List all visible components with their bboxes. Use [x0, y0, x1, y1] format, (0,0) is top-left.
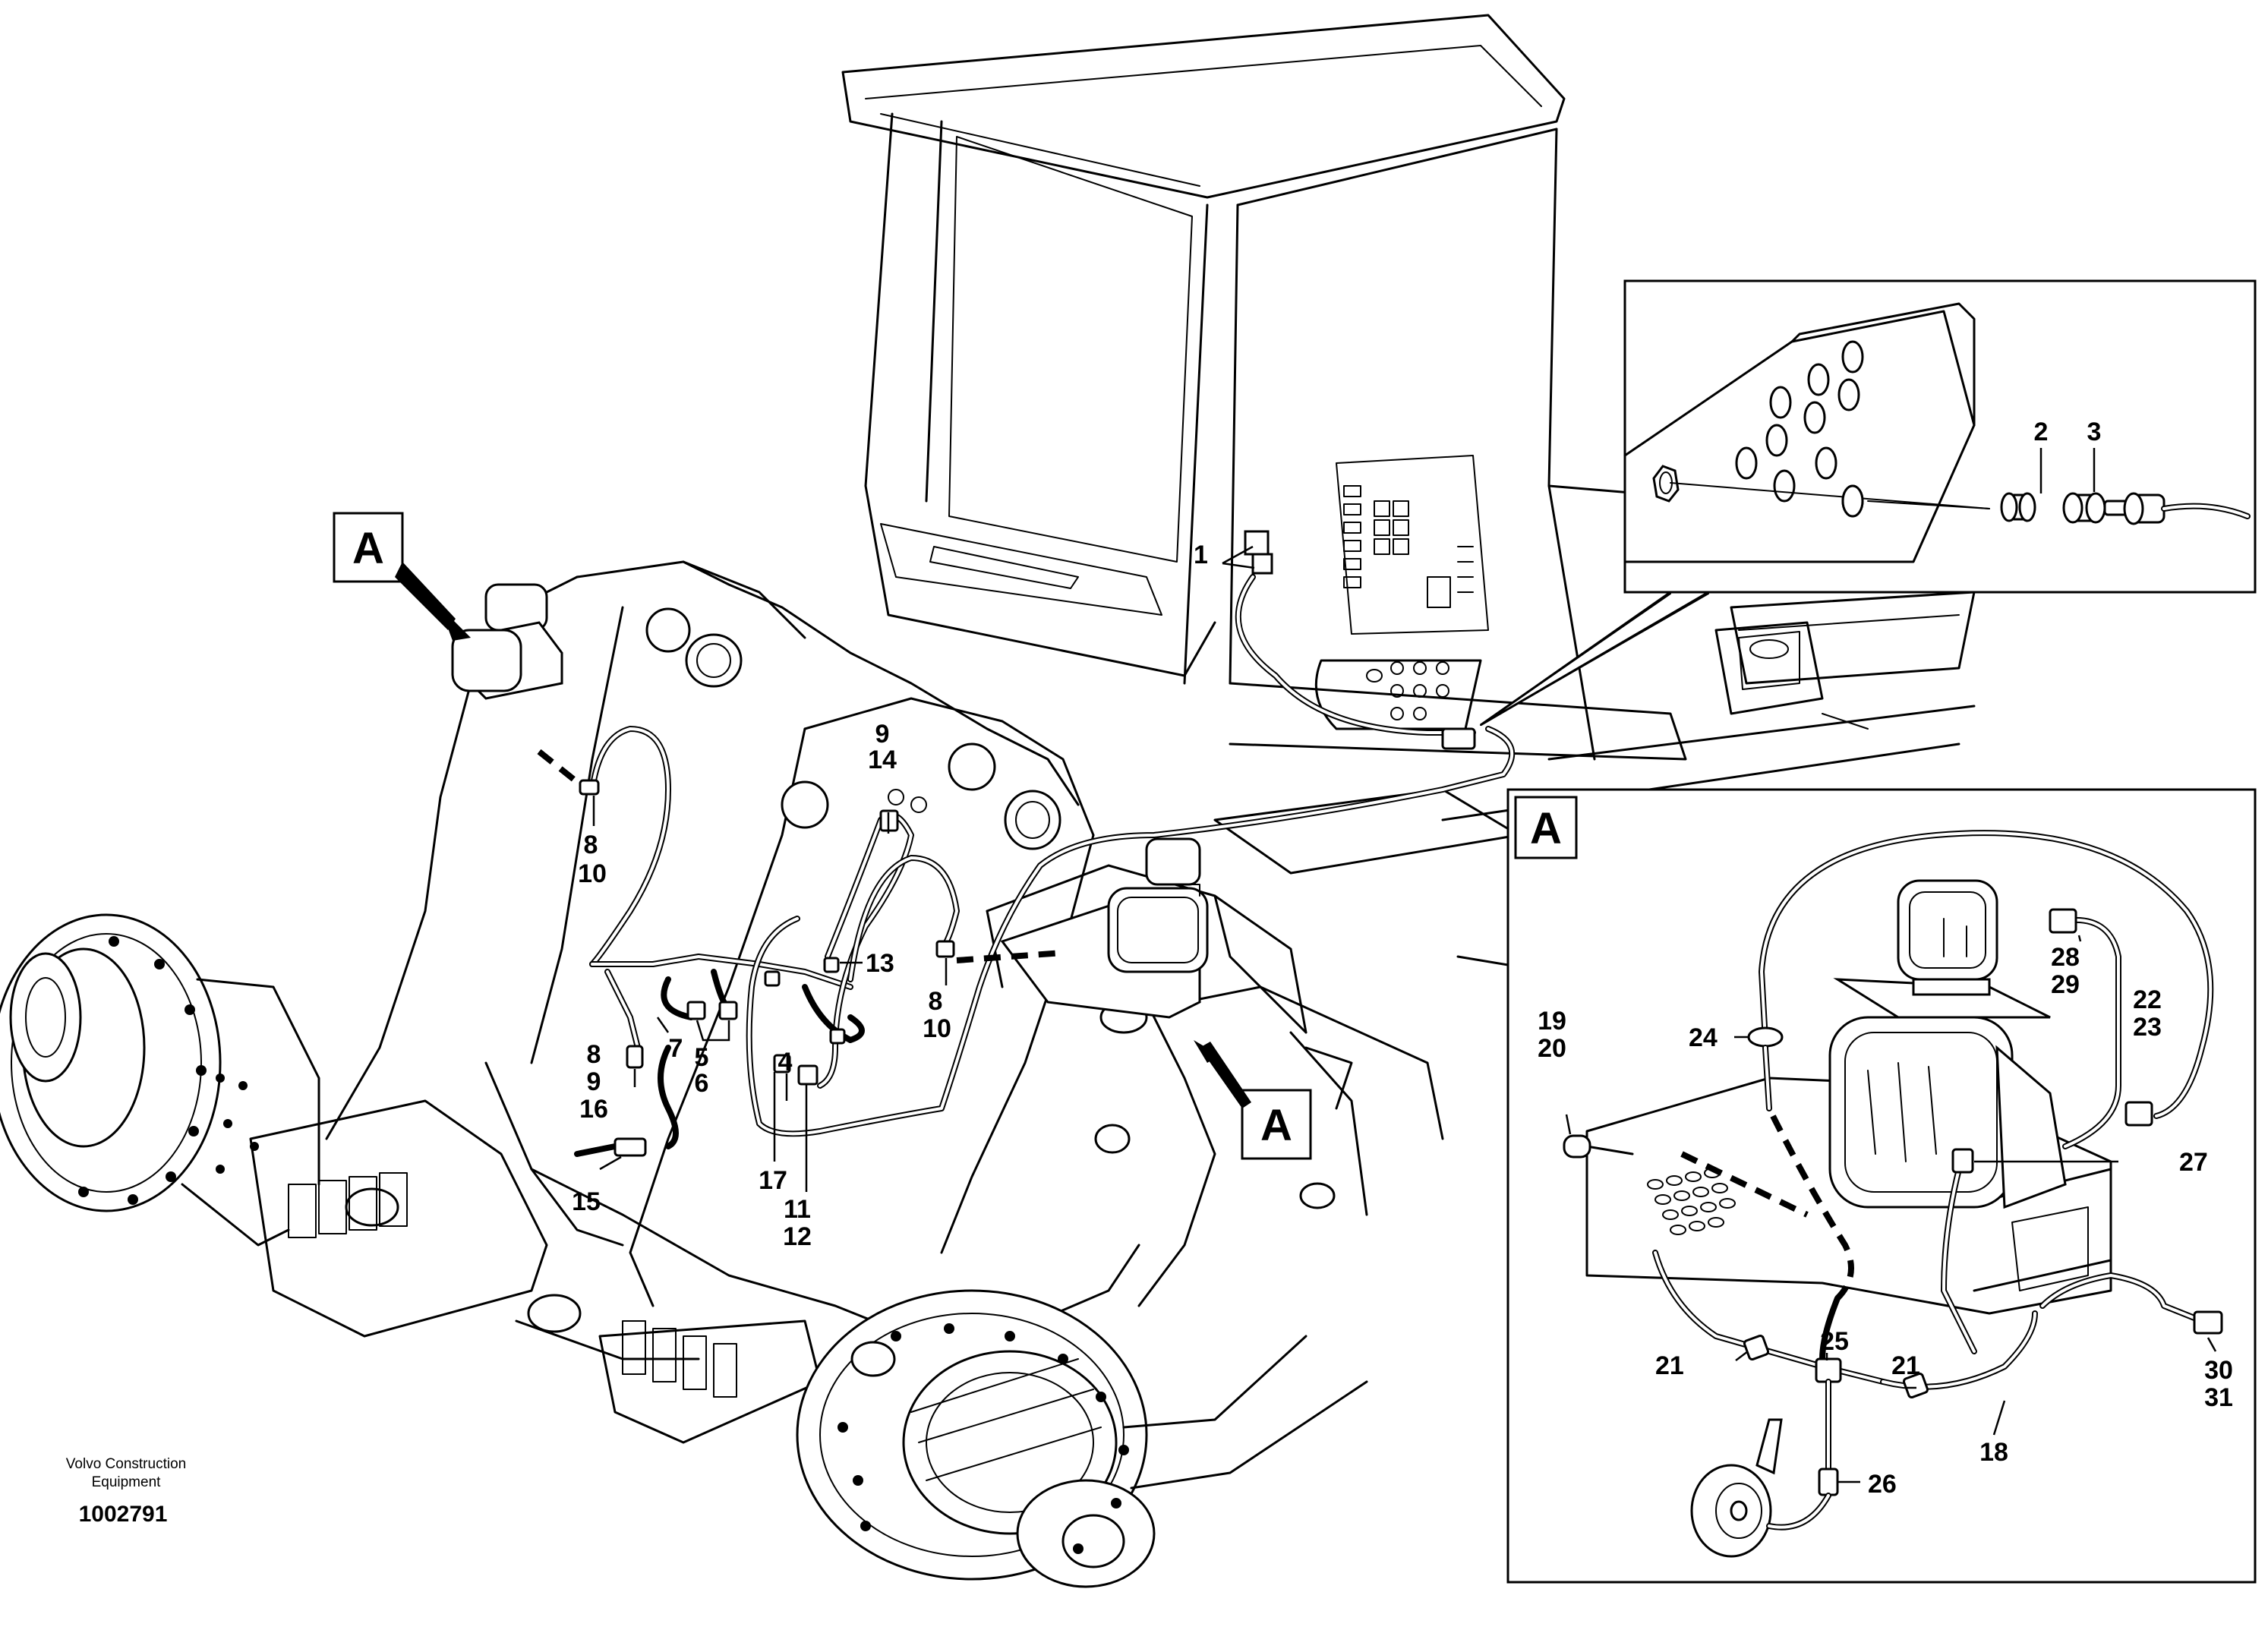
label-19: 19: [1538, 1007, 1566, 1036]
label-10-right: 10: [923, 1014, 951, 1043]
label-9-upper: 9: [875, 720, 890, 749]
label-23: 23: [2133, 1013, 2162, 1042]
label-7: 7: [669, 1034, 683, 1063]
label-21-right: 21: [1891, 1351, 1920, 1380]
inset-connector-detail: [1480, 279, 2257, 727]
label-group-inset-a: A 19 20 24 28 29 22 23 27 21 25 21 26 18…: [1530, 804, 2233, 1499]
label-25: 25: [1820, 1327, 1849, 1356]
work-lamp-left: [451, 583, 563, 700]
axle-frame-drawing: [0, 560, 1550, 1588]
label-21-left: 21: [1655, 1351, 1684, 1380]
label-8-lower-left: 8: [587, 1040, 601, 1069]
label-3: 3: [2087, 418, 2102, 446]
label-6: 6: [695, 1069, 709, 1098]
callout-a-bottom-text: A: [1260, 1101, 1292, 1150]
label-17: 17: [759, 1166, 787, 1195]
label-1: 1: [1194, 541, 1208, 569]
label-group-main: 1 8 10 9 14 13 7 5 6 4 8 9 16 8 10 15 17…: [572, 541, 1208, 1251]
label-8-right: 8: [929, 987, 943, 1016]
label-12: 12: [783, 1222, 812, 1251]
label-22: 22: [2133, 985, 2162, 1014]
illustration-id: 1002791: [79, 1502, 168, 1527]
credit-line-1: Volvo Construction: [66, 1456, 186, 1472]
inset-a-title: A: [1530, 804, 1562, 853]
inset-a-lamp-detail: [1506, 788, 2257, 1584]
callout-a-top-left-text: A: [352, 524, 384, 573]
credit-line-2: Equipment: [92, 1474, 162, 1490]
label-2: 2: [2034, 418, 2049, 446]
label-5: 5: [695, 1043, 709, 1072]
credit-block: Volvo Construction Equipment 1002791: [66, 1456, 186, 1527]
wiring-harness: [537, 726, 1516, 1157]
callout-a-top-left: [333, 512, 471, 641]
label-18: 18: [1979, 1438, 2008, 1467]
label-14: 14: [868, 746, 897, 774]
label-24: 24: [1689, 1023, 1718, 1052]
label-28: 28: [2051, 943, 2080, 972]
label-15: 15: [572, 1187, 601, 1216]
callout-labels: A A: [352, 524, 1292, 1150]
callout-a-bottom: [1194, 1040, 1312, 1160]
label-30: 30: [2204, 1356, 2233, 1385]
main-leader-lines: [592, 545, 1255, 1192]
label-29: 29: [2051, 970, 2080, 999]
label-8-upper-left: 8: [584, 831, 598, 859]
cab-drawing: [841, 14, 1976, 821]
label-16: 16: [579, 1095, 608, 1124]
label-31: 31: [2204, 1383, 2233, 1412]
label-4: 4: [778, 1048, 793, 1077]
label-13: 13: [866, 949, 894, 978]
label-10-upper-left: 10: [578, 859, 607, 888]
label-group-inset-top: 2 3: [2034, 418, 2102, 446]
work-lamp-main: [1000, 837, 1209, 1019]
label-20: 20: [1538, 1034, 1566, 1063]
label-26: 26: [1868, 1470, 1897, 1499]
label-11: 11: [784, 1195, 811, 1224]
label-9-lower-left: 9: [587, 1067, 601, 1096]
label-27: 27: [2179, 1148, 2208, 1177]
